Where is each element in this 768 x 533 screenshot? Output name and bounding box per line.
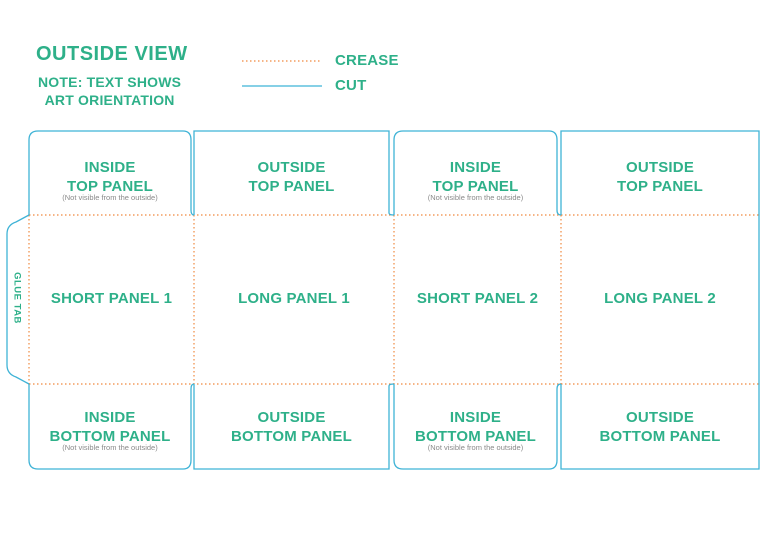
- panel-line: BOTTOM PANEL: [49, 428, 171, 445]
- outside-bottom-panel-1-label: OUTSIDE BOTTOM PANEL: [194, 408, 389, 446]
- panel-line: TOP PANEL: [432, 178, 519, 195]
- inside-bottom-panel-2-label: INSIDE BOTTOM PANEL: [394, 408, 557, 446]
- panel-line: OUTSIDE: [257, 409, 326, 426]
- inside-top-panel-1-label: INSIDE TOP PANEL: [29, 158, 191, 196]
- panel-line: INSIDE: [84, 159, 136, 176]
- panel-line: INSIDE: [84, 409, 136, 426]
- panel-line: BOTTOM PANEL: [230, 428, 352, 445]
- panel-line: BOTTOM PANEL: [414, 428, 536, 445]
- outside-top-panel-1-label: OUTSIDE TOP PANEL: [194, 158, 389, 196]
- glue-tab-label: GLUE TAB: [11, 272, 23, 324]
- short-panel-1-label: SHORT PANEL 1: [50, 290, 173, 307]
- inside-bottom-panel-1-label: INSIDE BOTTOM PANEL: [29, 408, 191, 446]
- panel-line: TOP PANEL: [617, 178, 703, 195]
- panel-line: OUTSIDE: [257, 159, 326, 176]
- note-line-2: ART ORIENTATION: [44, 92, 175, 108]
- inside-bottom-panel-2-note: (Not visible from the outside): [427, 443, 524, 452]
- panel-line: TOP PANEL: [67, 178, 153, 195]
- glue-tab: GLUE TAB: [7, 268, 27, 328]
- legend-crease-label: CREASE: [335, 52, 399, 69]
- panel-line: BOTTOM PANEL: [599, 428, 721, 445]
- diagram-title: OUTSIDE VIEW: [36, 43, 188, 65]
- panel-line: OUTSIDE: [625, 409, 695, 426]
- panel-line: TOP PANEL: [248, 178, 335, 195]
- inside-top-panel-2-note: (Not visible from the outside): [427, 193, 524, 202]
- legend-cut-label: CUT: [335, 77, 367, 94]
- long-panel-2-label: LONG PANEL 2: [604, 290, 716, 307]
- orientation-note: NOTE: TEXT SHOWS ART ORIENTATION: [38, 73, 181, 109]
- short-panel-2-label: SHORT PANEL 2: [416, 290, 539, 307]
- inside-bottom-panel-1-note: (Not visible from the outside): [62, 443, 158, 452]
- long-panel-1-label: LONG PANEL 1: [238, 290, 350, 307]
- inside-top-panel-2-label: INSIDE TOP PANEL: [394, 158, 557, 196]
- panel-line: INSIDE: [449, 409, 502, 426]
- note-line-1: NOTE: TEXT SHOWS: [38, 74, 182, 90]
- inside-top-panel-1-note: (Not visible from the outside): [62, 193, 158, 202]
- outside-bottom-panel-2-label: OUTSIDE BOTTOM PANEL: [561, 408, 759, 446]
- panel-line: INSIDE: [449, 159, 502, 176]
- outside-top-panel-2-label: OUTSIDE TOP PANEL: [561, 158, 759, 196]
- panel-line: OUTSIDE: [625, 159, 695, 176]
- cut-lines: [6, 130, 760, 470]
